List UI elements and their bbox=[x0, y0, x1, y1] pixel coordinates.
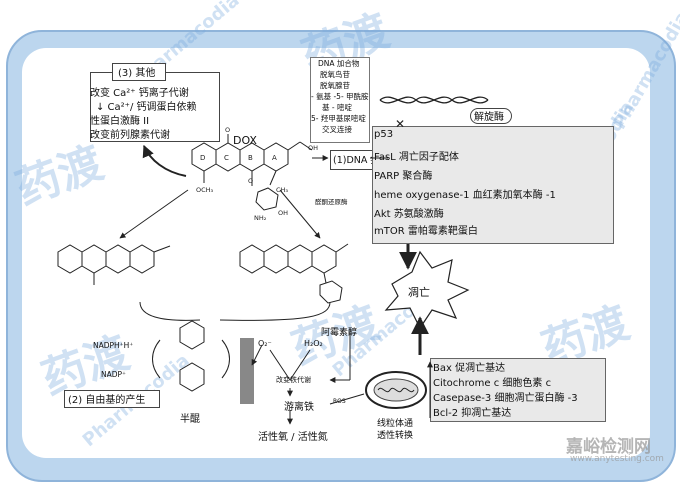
dna-helix-icon bbox=[379, 96, 489, 104]
mito-factor-4: Bcl-2 抑凋亡基达 bbox=[433, 408, 512, 419]
atom-oh-2: OH bbox=[278, 209, 288, 217]
reductase-label: 醛酮还原酶 bbox=[315, 198, 348, 206]
corner-brand: 嘉峪检测网 bbox=[566, 437, 651, 457]
ring-letter-c: C bbox=[224, 154, 229, 162]
mito-factor-1: Bax 促凋亡基达 bbox=[433, 363, 506, 374]
target-6: mTOR 雷帕霉素靶蛋白 bbox=[374, 226, 478, 237]
corner-url: www.anytesting.com bbox=[570, 454, 664, 464]
other-line-2: ↓ Ca²⁺/ 钙调蛋白依赖 bbox=[96, 102, 197, 113]
dna-label-4: - 氨基 -5- 甲酰胺 bbox=[311, 92, 369, 101]
atom-o-1: O bbox=[225, 126, 230, 134]
dna-damage-text: (1)DNA 损伤 bbox=[333, 155, 390, 166]
ring-letter-b: B bbox=[248, 154, 253, 162]
apoptosis-starburst bbox=[384, 250, 470, 330]
targets-box bbox=[372, 126, 614, 244]
semiquinone-rings bbox=[152, 320, 230, 392]
other-effects-box bbox=[90, 72, 220, 142]
iron-change-label: 改变铁代谢 bbox=[276, 376, 311, 384]
ring-letter-d: D bbox=[200, 154, 205, 162]
mito-factors-box bbox=[430, 358, 606, 422]
mito-factor-2: Citochrome c 细胞色素 c bbox=[433, 378, 552, 389]
mito-factor-3: Casepase-3 细胞凋亡蛋白酶 -3 bbox=[433, 393, 578, 404]
free-radical-text: (2) 自由基的产生 bbox=[68, 395, 146, 406]
dox-ring-letters: D C B A bbox=[200, 154, 277, 162]
helicase-text: 解旋酶 bbox=[474, 112, 504, 123]
nadp-label: NADP⁺ bbox=[101, 370, 126, 379]
free-radical-box bbox=[64, 390, 160, 408]
other-line-1: 改变 Ca²⁺ 钙离子代谢 bbox=[90, 88, 189, 99]
membrane-bar bbox=[240, 338, 254, 404]
dna-cut-icon: ✕ bbox=[395, 117, 405, 131]
target-2: FasL 凋亡因子配体 bbox=[374, 152, 459, 163]
o2-label: O₂⁻ bbox=[258, 339, 272, 348]
dna-label-7: 交叉连接 bbox=[322, 125, 352, 134]
atom-nh2: NH₂ bbox=[254, 214, 267, 222]
h2o2-label: H₂O₂ bbox=[304, 339, 323, 348]
semiquinone-label: 半醌 bbox=[180, 414, 200, 425]
other-line-3: 性蛋白激酶 II bbox=[90, 116, 150, 127]
atom-oh-1: OH bbox=[308, 144, 318, 152]
apoptosis-label: 凋亡 bbox=[408, 285, 430, 299]
dna-label-1: DNA 加合物 bbox=[318, 59, 360, 68]
other-effects-title-text: (3) 其他 bbox=[118, 68, 156, 79]
mito-transition-label: 线粒体通 透性转换 bbox=[377, 419, 414, 441]
atom-och3: OCH₃ bbox=[196, 186, 214, 194]
aglycone-molecule bbox=[57, 244, 171, 285]
dna-label-5: 基 - 嘧啶 bbox=[322, 103, 352, 112]
free-iron-label: 游离铁 bbox=[284, 402, 314, 413]
other-effects-title bbox=[112, 63, 166, 81]
mitochondrion-icon bbox=[365, 371, 427, 409]
target-4: heme oxygenase-1 血红素加氧本酶 -1 bbox=[374, 190, 556, 201]
doxorubicinol-label: 阿霉素醇 bbox=[321, 328, 358, 338]
doxorubicinol-molecule bbox=[239, 243, 349, 304]
dna-label-6: 5- 羟甲基尿嘧啶 bbox=[311, 114, 366, 123]
target-3: PARP 聚合酶 bbox=[374, 171, 433, 182]
ring-letter-a: A bbox=[272, 154, 277, 162]
diagram-arrows bbox=[119, 144, 433, 425]
atom-ch3: CH₃ bbox=[276, 186, 288, 194]
target-1: p53 bbox=[374, 129, 394, 140]
helicase-box bbox=[470, 108, 512, 124]
nadph-label: NADPH⁺H⁺ bbox=[93, 341, 134, 350]
dna-label-2: 脱氧鸟苷 bbox=[320, 70, 350, 79]
target-5: Akt 苏氨酸激酶 bbox=[374, 209, 444, 220]
dna-label-box bbox=[310, 57, 370, 143]
dox-molecule bbox=[191, 134, 313, 211]
active-oxygen-label: 活性氧 / 活性氮 bbox=[258, 432, 328, 443]
other-line-4: 改变前列腺素代谢 bbox=[90, 130, 170, 141]
dna-label-3: 脱氧腺苷 bbox=[320, 81, 350, 90]
dox-atom-labels: O OH OCH₃ CH₃ NH₂ O OH bbox=[196, 126, 318, 222]
atom-o-2: O bbox=[248, 177, 253, 185]
